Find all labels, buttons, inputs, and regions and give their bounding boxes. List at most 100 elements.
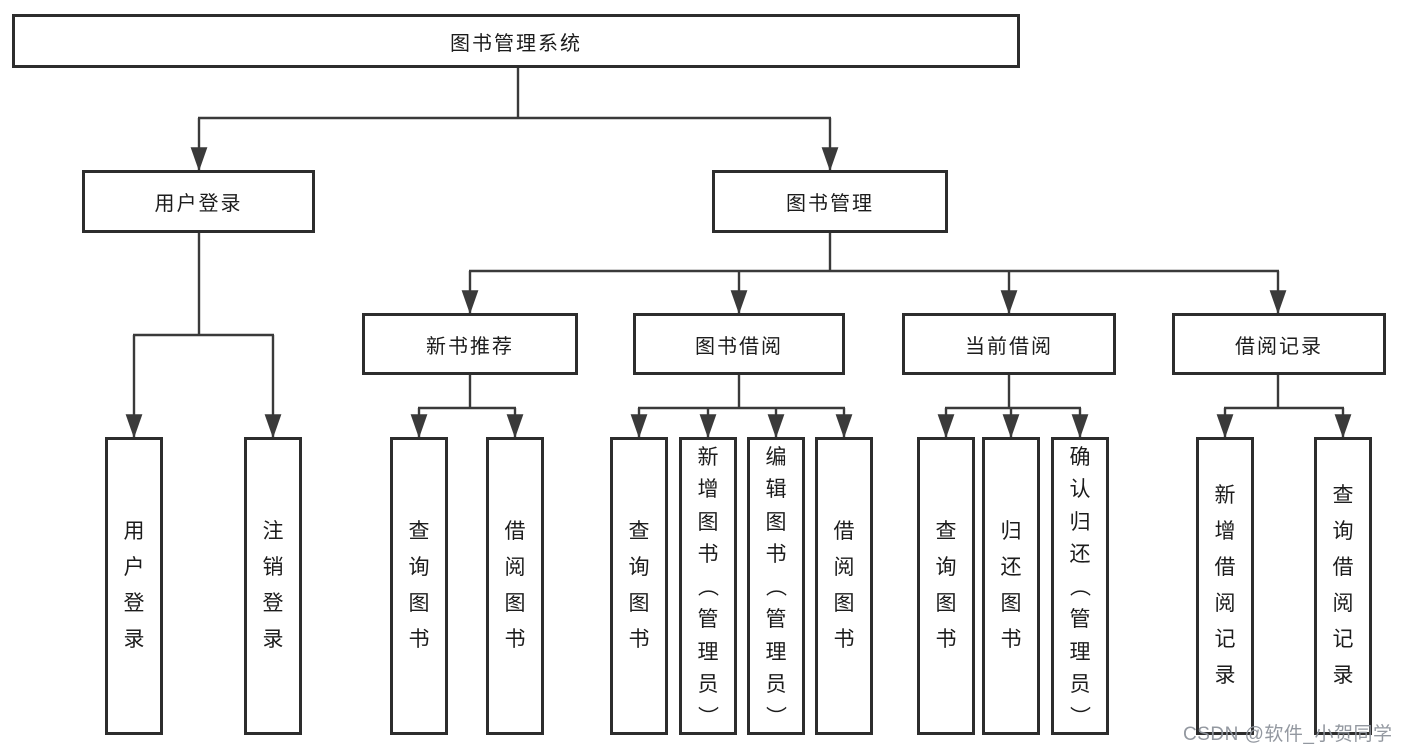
- vertical-char: 图: [504, 592, 526, 615]
- vertical-char: 询: [408, 556, 430, 579]
- node-root: 图书管理系统: [12, 14, 1020, 68]
- leaf-query-books-borrow: 查询图书: [610, 437, 668, 735]
- vertical-char: 询: [935, 556, 957, 579]
- vertical-char: 录: [262, 628, 284, 651]
- node-book-borrow: 图书借阅: [633, 313, 845, 375]
- leaf-add-borrow-record: 新增借阅记录: [1196, 437, 1254, 735]
- node-user-login: 用户登录: [82, 170, 315, 233]
- vertical-char: 书: [935, 628, 957, 651]
- vertical-char: 户: [123, 556, 145, 579]
- vertical-char: （: [1067, 575, 1091, 597]
- vertical-char: 图: [697, 510, 719, 534]
- node-current-borrow-label: 当前借阅: [965, 335, 1053, 358]
- node-current-borrow: 当前借阅: [902, 313, 1116, 375]
- connector-new-book-recommend-children: [410, 375, 524, 439]
- vertical-char: （: [763, 575, 787, 597]
- leaf-add-book-admin: 新增图书（管理员）: [679, 437, 737, 735]
- node-borrow-records: 借阅记录: [1172, 313, 1386, 375]
- connector-user-login-children: [125, 233, 282, 439]
- vertical-char: 增: [1214, 520, 1236, 543]
- leaf-edit-book-admin: 编辑图书 （ 管理员 ）: [747, 437, 805, 735]
- vertical-char: 辑: [765, 478, 787, 502]
- leaf-query-books-current: 查询图书: [917, 437, 975, 735]
- vertical-char: 查: [935, 520, 957, 543]
- node-book-borrow-label: 图书借阅: [695, 335, 783, 358]
- vertical-char: 图: [833, 592, 855, 615]
- vertical-char: 借: [833, 520, 855, 543]
- vertical-char: ）: [763, 705, 787, 727]
- vertical-char: 新: [1214, 484, 1236, 507]
- leaf-user-login: 用户登录: [105, 437, 163, 735]
- vertical-char: 理: [765, 640, 787, 664]
- watermark: CSDN @软件_小贺同学: [1183, 724, 1393, 745]
- vertical-char: 注: [262, 520, 284, 543]
- vertical-char: 还: [1069, 543, 1091, 567]
- vertical-char: 图: [408, 592, 430, 615]
- vertical-char: 查: [408, 520, 430, 543]
- vertical-char: 认: [1069, 478, 1091, 502]
- vertical-char: 阅: [1214, 592, 1236, 615]
- vertical-char: 还: [1000, 556, 1022, 579]
- vertical-char: 编: [765, 446, 787, 470]
- vertical-char: 图: [628, 592, 650, 615]
- leaf-confirm-return-admin: 确认归还（管理员）: [1051, 437, 1109, 735]
- vertical-char: 管: [697, 608, 719, 632]
- leaf-borrow-books-recommend: 借阅图书: [486, 437, 544, 735]
- vertical-char: 归: [1000, 520, 1022, 543]
- leaf-borrow-books: 借阅图书: [815, 437, 873, 735]
- leaf-logout: 注销登录: [244, 437, 302, 735]
- vertical-char: 借: [504, 520, 526, 543]
- node-book-management-label: 图书管理: [786, 193, 874, 215]
- connector-book-borrow-children: [630, 375, 853, 439]
- vertical-char: 录: [1332, 664, 1354, 687]
- vertical-char: 录: [123, 628, 145, 651]
- vertical-char: 书: [628, 628, 650, 651]
- leaf-query-borrow-record: 查询借阅记录: [1314, 437, 1372, 735]
- vertical-char: 书: [408, 628, 430, 651]
- vertical-char: 管: [1069, 608, 1091, 632]
- vertical-char: 登: [123, 592, 145, 615]
- vertical-char: 理: [1069, 640, 1091, 664]
- vertical-char: 员: [765, 673, 787, 697]
- vertical-char: （: [695, 575, 719, 597]
- node-user-login-label: 用户登录: [154, 193, 243, 215]
- vertical-char: 阅: [833, 556, 855, 579]
- vertical-char: 询: [628, 556, 650, 579]
- vertical-char: 阅: [1332, 592, 1354, 615]
- vertical-char: 书: [765, 543, 787, 567]
- node-new-book-recommend-label: 新书推荐: [426, 335, 514, 358]
- connector-current-borrow-children: [937, 375, 1089, 439]
- vertical-char: 销: [262, 556, 284, 579]
- vertical-char: 确: [1069, 446, 1091, 470]
- vertical-char: 借: [1214, 556, 1236, 579]
- vertical-char: 阅: [504, 556, 526, 579]
- vertical-char: 图: [1000, 592, 1022, 615]
- vertical-char: 书: [1000, 628, 1022, 651]
- vertical-char: 记: [1332, 628, 1354, 651]
- node-root-label: 图书管理系统: [450, 32, 582, 55]
- vertical-char: 理: [697, 640, 719, 664]
- vertical-char: 管: [765, 608, 787, 632]
- vertical-char: 用: [123, 520, 145, 543]
- node-borrow-records-label: 借阅记录: [1235, 335, 1323, 358]
- vertical-char: 归: [1069, 510, 1091, 534]
- leaf-query-books-recommend: 查询图书: [390, 437, 448, 735]
- vertical-char: 书: [833, 628, 855, 651]
- vertical-char: 图: [765, 510, 787, 534]
- vertical-char: 查: [628, 520, 650, 543]
- vertical-char: 新: [697, 446, 719, 470]
- vertical-char: 登: [262, 592, 284, 615]
- vertical-char: 图: [935, 592, 957, 615]
- node-new-book-recommend: 新书推荐: [362, 313, 578, 375]
- node-book-management: 图书管理: [712, 170, 948, 233]
- vertical-char: 录: [1214, 664, 1236, 687]
- connector-book-management-children: [461, 233, 1287, 315]
- leaf-return-books: 归还图书: [982, 437, 1040, 735]
- vertical-char: 增: [697, 478, 719, 502]
- vertical-char: ）: [695, 705, 719, 727]
- vertical-char: 借: [1332, 556, 1354, 579]
- connector-root-to-level2: [190, 68, 839, 172]
- vertical-char: 询: [1332, 520, 1354, 543]
